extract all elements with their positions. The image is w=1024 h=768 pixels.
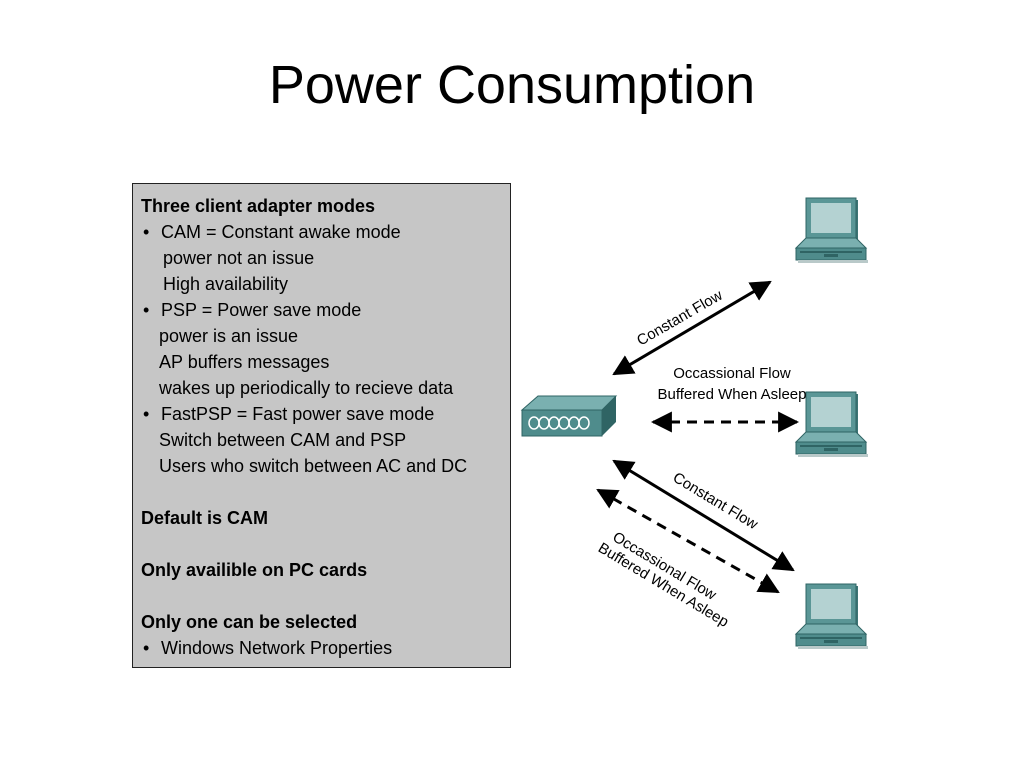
- fastpsp-detail-1: Switch between CAM and PSP: [159, 430, 407, 450]
- selected-line: Only one can be selected: [141, 612, 358, 632]
- psp-detail-3: wakes up periodically to recieve data: [159, 378, 454, 398]
- cam-bullet-text: CAM = Constant awake mode: [161, 222, 401, 242]
- psp-bullet-text: PSP = Power save mode: [161, 300, 362, 320]
- windows-bullet-text: Windows Network Properties: [161, 638, 393, 658]
- windows-bullet: Windows Network Properties: [141, 635, 502, 661]
- client-modes-box: Three client adapter modes CAM = Constan…: [132, 183, 511, 668]
- laptop-icon: [795, 583, 869, 650]
- access-point-icon: [520, 395, 618, 437]
- psp-bullet: PSP = Power save mode: [141, 297, 502, 323]
- cam-detail-2: High availability: [163, 274, 289, 294]
- cam-detail-1: power not an issue: [163, 248, 315, 268]
- psp-detail-2: AP buffers messages: [159, 352, 330, 372]
- cam-bullet: CAM = Constant awake mode: [141, 219, 502, 245]
- slide-title: Power Consumption: [268, 55, 756, 115]
- top-link-label: Constant Flow: [634, 287, 726, 350]
- bottom-occasional-flow-arrow: [596, 488, 780, 594]
- pc-cards-line: Only availible on PC cards: [141, 560, 368, 580]
- fastpsp-bullet: FastPSP = Fast power save mode: [141, 401, 502, 427]
- middle-link-label-1: Occassional Flow: [673, 365, 791, 382]
- modes-heading: Three client adapter modes: [141, 196, 376, 216]
- default-line: Default is CAM: [141, 508, 269, 528]
- middle-link-label-2: Buffered When Asleep: [658, 386, 807, 403]
- fastpsp-detail-2: Users who switch between AC and DC: [159, 456, 468, 476]
- psp-detail-1: power is an issue: [159, 326, 299, 346]
- top-constant-flow-arrow: [612, 280, 772, 376]
- laptop-icon: [795, 197, 869, 264]
- fastpsp-bullet-text: FastPSP = Fast power save mode: [161, 404, 435, 424]
- laptop-icon: [795, 391, 869, 458]
